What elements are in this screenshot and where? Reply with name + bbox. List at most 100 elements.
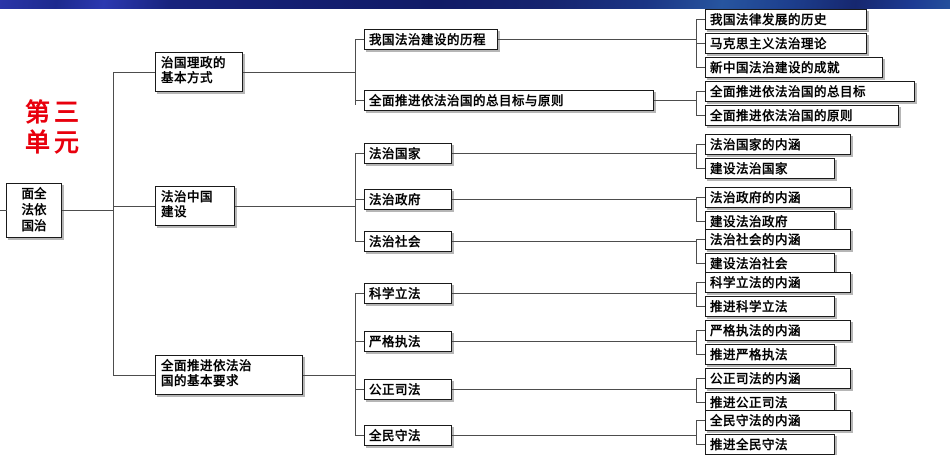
level3-node-law-government[interactable]: 法治政府 xyxy=(364,189,452,210)
level4-label: 建设法治政府 xyxy=(710,214,789,229)
connector-level2-2-out xyxy=(235,206,355,207)
level3-node-overall-goal-principles[interactable]: 全面推进依法治国的总目标与原则 xyxy=(364,90,654,111)
level4-label: 严格执法的内涵 xyxy=(710,323,802,338)
connector-g2a-spine xyxy=(696,144,697,169)
connector-g1b-child2 xyxy=(696,115,705,116)
level4-label: 法治社会的内涵 xyxy=(710,232,802,247)
connector-g1a-child2 xyxy=(696,43,705,44)
level4-label: 推进科学立法 xyxy=(710,299,789,314)
decorative-banner xyxy=(0,0,950,9)
level4-node-build-law-society[interactable]: 建设法治社会 xyxy=(705,253,835,274)
level4-node-legal-development-history[interactable]: 我国法律发展的历史 xyxy=(705,9,867,30)
level3-node-fair-justice[interactable]: 公正司法 xyxy=(364,379,452,400)
connector-g3c-child2 xyxy=(696,402,705,403)
level4-label: 马克思主义法治理论 xyxy=(710,36,828,51)
level4-node-law-government-connotation[interactable]: 法治政府的内涵 xyxy=(705,187,851,208)
connector-g3a-child2 xyxy=(696,306,705,307)
connector-g1a-child1 xyxy=(696,19,705,20)
level4-label: 公正司法的内涵 xyxy=(710,371,802,386)
connector-g2c-child2 xyxy=(696,263,705,264)
level4-label: 推进严格执法 xyxy=(710,347,789,362)
connector-group3-spine xyxy=(355,293,356,436)
connector-g1a-child3 xyxy=(696,67,705,68)
connector-root-to-trunk xyxy=(62,210,114,211)
level4-node-advance-universal-compliance[interactable]: 推进全民守法 xyxy=(705,434,835,455)
level4-node-advance-scientific-legislation[interactable]: 推进科学立法 xyxy=(705,296,835,317)
level4-node-advance-fair-justice[interactable]: 推进公正司法 xyxy=(705,392,835,413)
root-char-5: 治 xyxy=(34,218,47,233)
level3-node-strict-enforcement[interactable]: 严格执法 xyxy=(364,331,452,352)
unit-title: 第三 单元 xyxy=(8,98,100,158)
level4-node-prc-achievements[interactable]: 新中国法治建设的成就 xyxy=(705,57,883,78)
connector-level3-8-out xyxy=(452,389,696,390)
level2-node-rule-of-law-china[interactable]: 法治中国 建设 xyxy=(155,186,235,226)
root-char-4: 法 xyxy=(21,202,34,217)
level4-node-marxist-theory[interactable]: 马克思主义法治理论 xyxy=(705,33,867,54)
level3-label: 全面推进依法治国的总目标与原则 xyxy=(369,93,565,108)
level4-label: 法治政府的内涵 xyxy=(710,190,802,205)
connector-trunk-to-level2-3 xyxy=(113,375,155,376)
connector-level3-3-out xyxy=(452,153,696,154)
level2-node-governance-method[interactable]: 治国理政的 基本方式 xyxy=(155,52,243,92)
level4-node-scientific-legislation-connotation[interactable]: 科学立法的内涵 xyxy=(705,272,851,293)
level4-node-advance-strict-enforcement[interactable]: 推进严格执法 xyxy=(705,344,835,365)
connector-group2-to-level3-1 xyxy=(355,153,364,154)
connector-group3-to-level3-2 xyxy=(355,341,364,342)
level3-label: 全民守法 xyxy=(369,428,422,443)
level4-node-law-society-connotation[interactable]: 法治社会的内涵 xyxy=(705,229,851,250)
connector-g2c-child1 xyxy=(696,239,705,240)
level2-node-basic-requirements[interactable]: 全面推进依法治 国的基本要求 xyxy=(155,355,303,395)
level4-node-principles[interactable]: 全面推进依法治国的原则 xyxy=(705,105,899,126)
level3-node-universal-compliance[interactable]: 全民守法 xyxy=(364,425,452,446)
connector-level3-9-out xyxy=(452,435,696,436)
connector-trunk-to-level2-1 xyxy=(113,72,155,73)
connector-g1b-spine xyxy=(696,91,697,116)
connector-g2a-child1 xyxy=(696,144,705,145)
level3-label: 法治政府 xyxy=(369,192,422,207)
level3-label: 法治社会 xyxy=(369,234,422,249)
connector-level3-5-out xyxy=(452,241,696,242)
connector-level2-1-out xyxy=(243,72,355,73)
connector-group1-to-level3-2 xyxy=(355,100,364,101)
level2-label-line2: 建设 xyxy=(161,204,188,219)
connector-level2-3-out xyxy=(303,375,355,376)
root-char-1: 全 xyxy=(34,186,47,201)
connector-g2b-child2 xyxy=(696,221,705,222)
root-col-left: 面 法 国 xyxy=(21,186,34,234)
level3-node-law-society[interactable]: 法治社会 xyxy=(364,231,452,252)
level3-node-law-state[interactable]: 法治国家 xyxy=(364,143,452,164)
unit-title-line2: 单元 xyxy=(24,128,83,157)
connector-g2b-spine xyxy=(696,197,697,222)
level4-node-overall-goal[interactable]: 全面推进依法治国的总目标 xyxy=(705,81,915,102)
level3-node-scientific-legislation[interactable]: 科学立法 xyxy=(364,283,452,304)
level4-label: 我国法律发展的历史 xyxy=(710,12,828,27)
connector-g3a-spine xyxy=(696,282,697,307)
root-char-2: 面 xyxy=(21,186,34,201)
level4-label: 科学立法的内涵 xyxy=(710,275,802,290)
root-node[interactable]: 全 依 治 面 法 国 xyxy=(6,183,62,238)
connector-group2-to-level3-2 xyxy=(355,199,364,200)
level3-label: 科学立法 xyxy=(369,286,422,301)
connector-level3-1-out xyxy=(498,39,696,40)
level4-node-fair-justice-connotation[interactable]: 公正司法的内涵 xyxy=(705,368,851,389)
connector-g3c-spine xyxy=(696,378,697,403)
connector-root-stub xyxy=(0,210,7,211)
level3-label: 公正司法 xyxy=(369,382,422,397)
connector-group3-to-level3-1 xyxy=(355,293,364,294)
level4-node-law-state-connotation[interactable]: 法治国家的内涵 xyxy=(705,134,851,155)
level4-node-universal-compliance-connotation[interactable]: 全民守法的内涵 xyxy=(705,410,851,431)
level2-label-line1: 法治中国 xyxy=(161,189,214,204)
level4-label: 全面推进依法治国的原则 xyxy=(710,108,854,123)
connector-g3d-child2 xyxy=(696,444,705,445)
level4-label: 新中国法治建设的成就 xyxy=(710,60,841,75)
level3-node-law-construction-history[interactable]: 我国法治建设的历程 xyxy=(364,29,498,50)
level3-label: 严格执法 xyxy=(369,334,422,349)
level4-node-strict-enforcement-connotation[interactable]: 严格执法的内涵 xyxy=(705,320,851,341)
connector-group3-to-level3-3 xyxy=(355,389,364,390)
level4-node-build-law-state[interactable]: 建设法治国家 xyxy=(705,158,835,179)
connector-g3d-child1 xyxy=(696,420,705,421)
connector-g3b-child2 xyxy=(696,354,705,355)
connector-level3-4-out xyxy=(452,199,696,200)
level4-label: 推进公正司法 xyxy=(710,395,789,410)
level2-label-line2: 基本方式 xyxy=(161,70,214,85)
